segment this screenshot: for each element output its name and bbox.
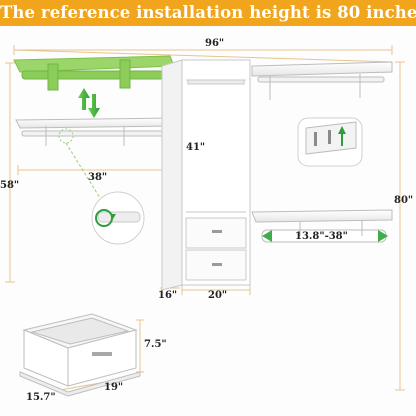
adjustable-range-label: 13.8"-38" [295,231,348,242]
rod-width-label: 38" [88,172,108,183]
drawer-width-label: 19" [104,382,124,393]
adjustable-rod-arrows [262,230,388,242]
drawer-height-label: 7.5" [144,339,167,350]
shelf-detail-callout [297,117,363,167]
adjustable-top-shelf [13,55,175,91]
drawer-detail [19,313,141,397]
up-down-arrow-icon [78,88,100,118]
tower-height-label: 41" [186,142,206,153]
left-height-label: 58" [0,180,20,191]
banner [0,0,416,26]
banner-text: The reference installation height is 80 … [0,3,416,22]
central-tower [161,59,251,291]
tower-depth-label: 16" [158,290,178,301]
right-height-label: 80" [394,195,414,206]
right-lower-shelf [251,209,393,243]
bracket-detail-callout [65,142,145,245]
left-lower-shelf [15,117,175,146]
total-width-label: 96" [205,38,225,49]
right-top-shelf [251,61,393,100]
tower-width-label: 20" [208,290,228,301]
drawer-depth-label: 15.7" [26,392,56,403]
